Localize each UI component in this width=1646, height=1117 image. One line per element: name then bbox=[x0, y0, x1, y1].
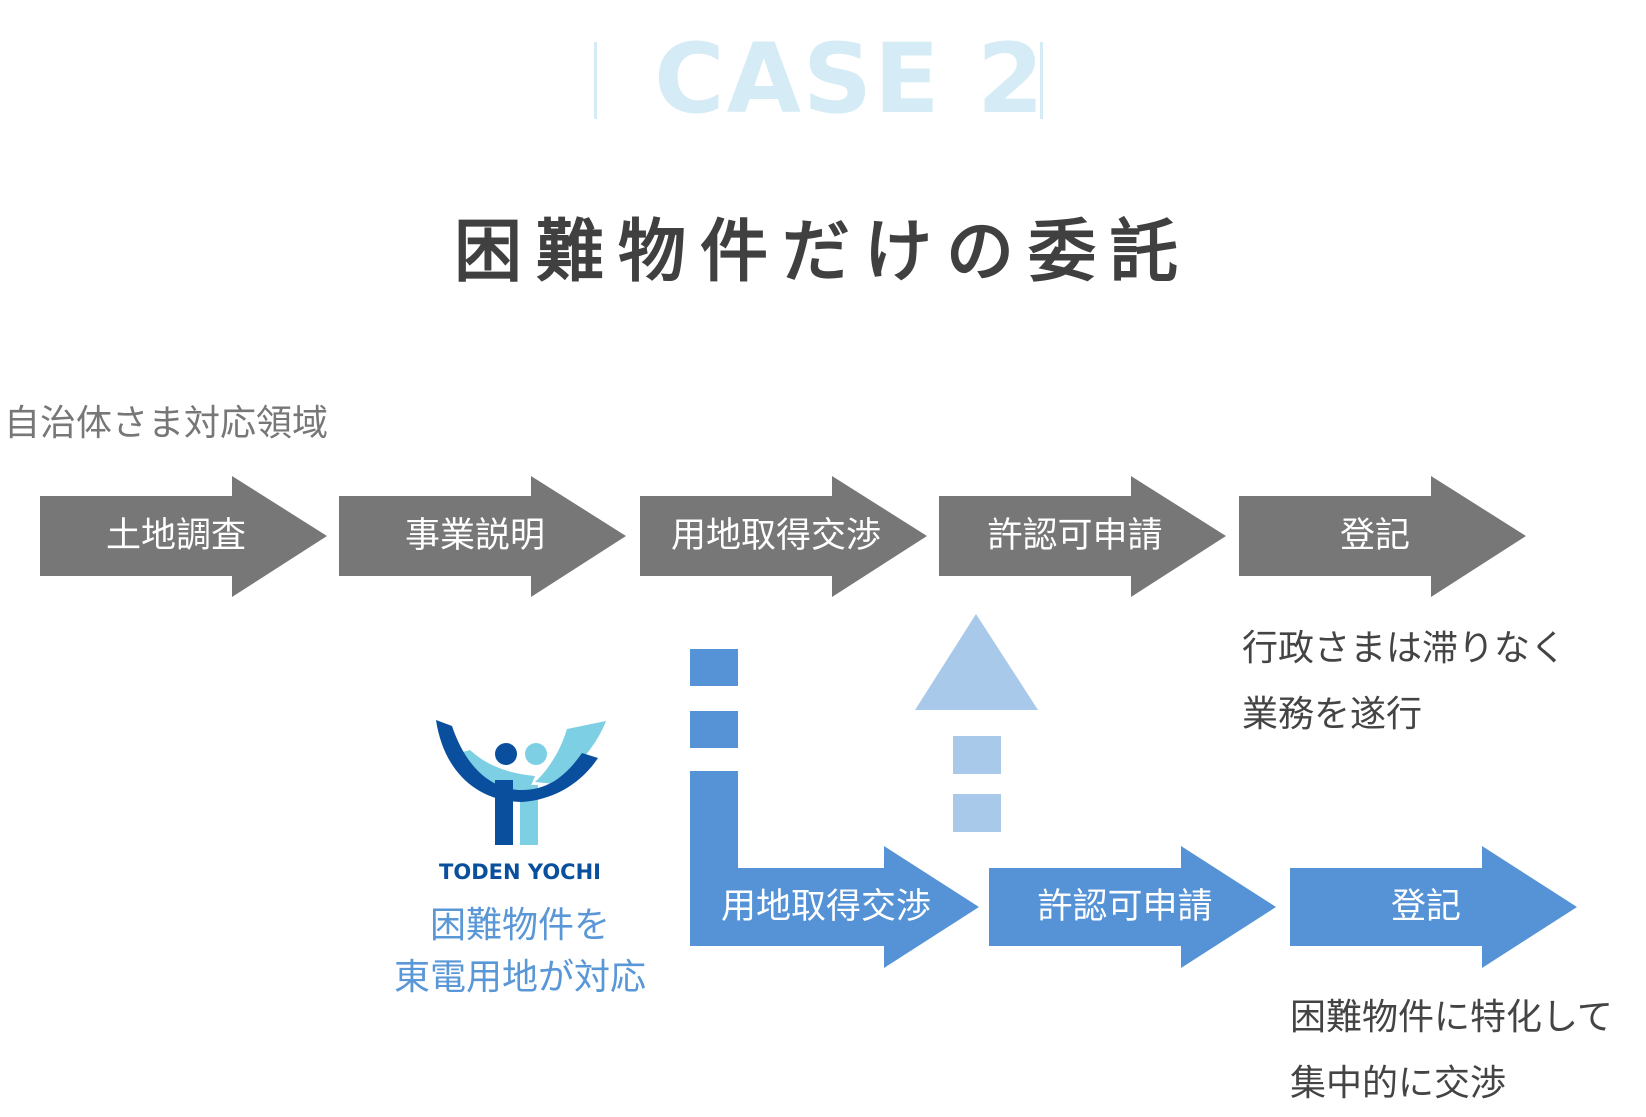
case-title-right-bar bbox=[1040, 42, 1043, 119]
light-blue-dash-1 bbox=[953, 736, 1001, 774]
toden-right-note-line-2: 集中的に交渉 bbox=[1290, 1063, 1507, 1104]
toden-note: 困難物件を 東電用地が対応 bbox=[340, 900, 700, 1004]
gray-step-label-3: 用地取得交渉 bbox=[670, 516, 881, 556]
gray-step-label-1: 土地調査 bbox=[105, 516, 246, 556]
blue-arrow-3 bbox=[1290, 846, 1577, 968]
gray-step-label-5: 登記 bbox=[1339, 516, 1410, 556]
gray-step-label-2: 事業説明 bbox=[404, 516, 545, 556]
page-title: 困難物件だけの委託 bbox=[453, 213, 1192, 292]
toden-right-note: 困難物件に特化して 集中的に交渉 bbox=[1290, 985, 1613, 1117]
gray-arrow-3 bbox=[640, 476, 927, 597]
blue-arrow-1 bbox=[690, 771, 979, 968]
municipality-note: 行政さまは滞りなく 業務を遂行 bbox=[1242, 616, 1566, 748]
municipality-note-line-2: 業務を遂行 bbox=[1242, 694, 1423, 735]
toden-note-line-1: 困難物件を bbox=[429, 905, 610, 946]
blue-dash-2 bbox=[690, 711, 738, 748]
blue-step-label-1: 用地取得交渉 bbox=[720, 887, 931, 927]
toden-yochi-logo-text: TODEN YOCHI bbox=[439, 860, 601, 884]
blue-step-label-2: 許認可申請 bbox=[1037, 887, 1213, 927]
blue-dash-1 bbox=[690, 649, 738, 686]
blue-step-label-3: 登記 bbox=[1390, 887, 1461, 927]
gray-step-label-4: 許認可申請 bbox=[987, 516, 1163, 556]
toden-right-note-line-1: 困難物件に特化して bbox=[1290, 997, 1613, 1038]
gray-arrow-1 bbox=[40, 476, 327, 597]
blue-arrow-2 bbox=[989, 846, 1276, 968]
municipality-region-label: 自治体さま対応領域 bbox=[4, 403, 329, 444]
light-blue-up-arrow-head bbox=[915, 614, 1038, 710]
toden-yochi-logo-icon bbox=[436, 720, 606, 845]
case-title-left-bar bbox=[594, 42, 597, 119]
municipality-note-line-1: 行政さまは滞りなく bbox=[1242, 628, 1567, 669]
light-blue-dash-2 bbox=[953, 794, 1001, 832]
toden-note-line-2: 東電用地が対応 bbox=[393, 957, 646, 998]
case-title: CASE 2 bbox=[654, 23, 1046, 135]
gray-arrow-5 bbox=[1239, 476, 1526, 597]
gray-arrow-4 bbox=[939, 476, 1226, 597]
gray-arrow-2 bbox=[339, 476, 626, 597]
